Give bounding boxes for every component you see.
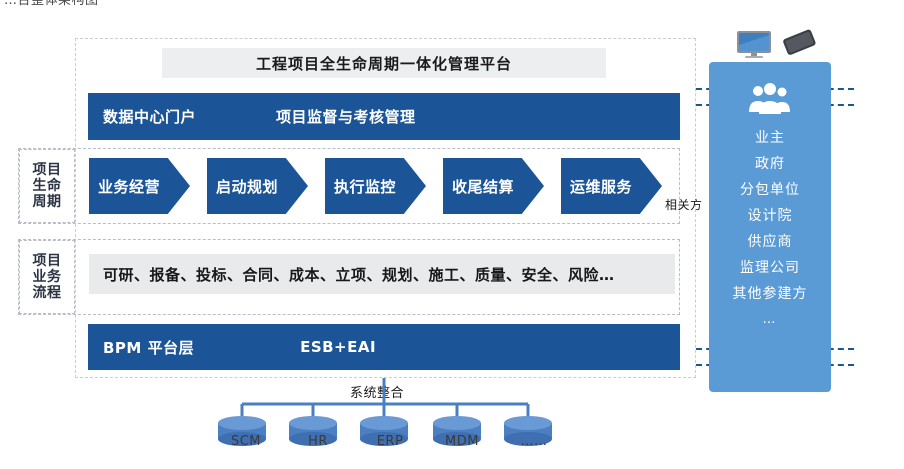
business-process-side-label-line-1: 项目 — [32, 252, 62, 269]
lifecycle-side-label: 项目 生命 周期 — [19, 149, 75, 223]
stakeholder-item-6[interactable]: 监理公司 — [740, 260, 800, 276]
lifecycle-stage-track: 业务经营 启动规划 执行监控 收尾结算 运维服务 — [89, 155, 677, 217]
stakeholder-item-7[interactable]: 其他参建方 — [732, 286, 808, 302]
system-integration-label: 系统整合 — [350, 386, 405, 401]
data-center-header-band: 数据中心门户 项目监督与考核管理 — [88, 93, 680, 140]
desktop-monitor-icon — [737, 31, 771, 58]
lifecycle-side-label-line-3: 周期 — [32, 194, 62, 211]
stakeholder-item-1[interactable]: 业主 — [755, 130, 785, 146]
system-label-mdm: MDM — [445, 434, 479, 449]
bpm-platform-label: BPM 平台层 — [103, 338, 195, 357]
system-label-more: …… — [520, 434, 548, 449]
lifecycle-stage-3[interactable]: 执行监控 — [325, 158, 426, 214]
stakeholder-item-3[interactable]: 分包单位 — [740, 182, 800, 198]
lifecycle-side-label-line-1: 项目 — [32, 161, 62, 178]
business-process-row: 项目 业务 流程 可研、报备、投标、合同、成本、立项、规划、施工、质量、安全、风… — [18, 239, 680, 315]
data-center-portal-label: 数据中心门户 — [103, 108, 197, 126]
stakeholder-item-5[interactable]: 供应商 — [747, 234, 793, 250]
device-icons-group — [729, 28, 825, 60]
db-cylinder-5 — [504, 416, 552, 446]
system-label-erp: ERP — [376, 434, 404, 449]
lifecycle-stage-1[interactable]: 业务经营 — [89, 158, 190, 214]
lifecycle-stage-5-label: 运维服务 — [570, 177, 633, 196]
db-cylinder-2 — [289, 416, 337, 446]
project-supervision-label: 项目监督与考核管理 — [276, 108, 416, 126]
lifecycle-stage-4-label: 收尾结算 — [452, 177, 515, 196]
business-process-side-label-line-2: 业务 — [32, 268, 62, 285]
esb-eai-label: ESB+EAI — [300, 338, 377, 356]
page-title: 工程项目全生命周期一体化管理平台 — [162, 48, 606, 78]
stakeholders-panel: 业主 政府 分包单位 设计院 供应商 监理公司 其他参建方 … — [709, 62, 831, 392]
business-process-items: 可研、报备、投标、合同、成本、立项、规划、施工、质量、安全、风险… — [89, 254, 675, 294]
stakeholder-item-2[interactable]: 政府 — [755, 156, 785, 172]
system-integration-labels: SCM HR ERP MDM …… — [210, 434, 570, 454]
bpm-platform-band: BPM 平台层 ESB+EAI — [88, 324, 680, 370]
people-group-icon — [743, 82, 797, 121]
business-process-side-label: 项目 业务 流程 — [19, 240, 75, 314]
stakeholder-item-4[interactable]: 设计院 — [747, 208, 793, 224]
lifecycle-stage-2[interactable]: 启动规划 — [207, 158, 308, 214]
mobile-phone-icon — [783, 29, 816, 55]
lifecycle-stage-2-label: 启动规划 — [216, 177, 279, 196]
system-label-hr: HR — [308, 434, 328, 449]
lifecycle-stage-4[interactable]: 收尾结算 — [443, 158, 544, 214]
db-cylinder-3 — [360, 416, 408, 446]
lifecycle-stage-3-label: 执行监控 — [334, 177, 397, 196]
lifecycle-stage-5[interactable]: 运维服务 — [561, 158, 662, 214]
business-process-side-label-line-3: 流程 — [32, 285, 62, 302]
lifecycle-side-label-line-2: 生命 — [32, 177, 62, 194]
db-cylinder-1 — [218, 416, 266, 446]
page-caption: …台整体架构图 — [4, 0, 99, 8]
db-cylinder-4 — [433, 416, 481, 446]
lifecycle-row: 项目 生命 周期 业务经营 启动规划 执行监控 收尾结算 运维服务 — [18, 148, 680, 224]
lifecycle-stage-1-label: 业务经营 — [98, 177, 161, 196]
system-label-scm: SCM — [230, 434, 262, 449]
stakeholder-item-8: … — [762, 312, 778, 327]
related-parties-label: 相关方 — [665, 198, 703, 212]
system-integration-tree — [210, 378, 570, 464]
